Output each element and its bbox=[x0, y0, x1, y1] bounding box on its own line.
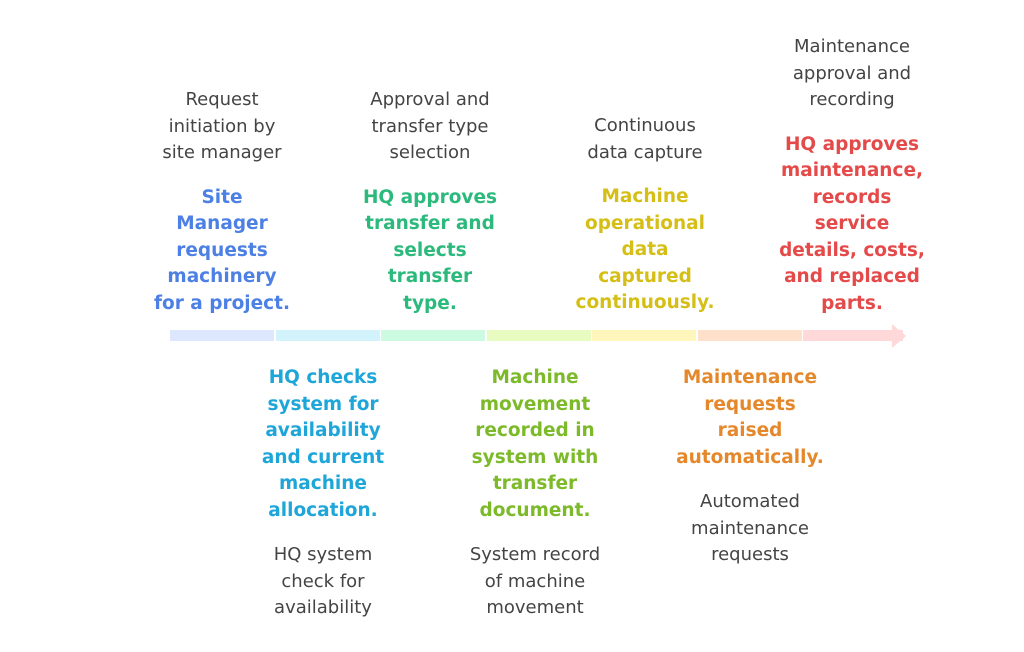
timeline-segment bbox=[697, 330, 802, 341]
timeline-arrowhead-icon bbox=[892, 323, 906, 348]
timeline-segment bbox=[486, 330, 591, 341]
timeline-segment bbox=[170, 330, 274, 341]
timeline-segment bbox=[275, 330, 380, 341]
timeline-segment bbox=[592, 330, 696, 341]
timeline-segment bbox=[381, 330, 485, 341]
timeline-segment bbox=[803, 330, 903, 341]
